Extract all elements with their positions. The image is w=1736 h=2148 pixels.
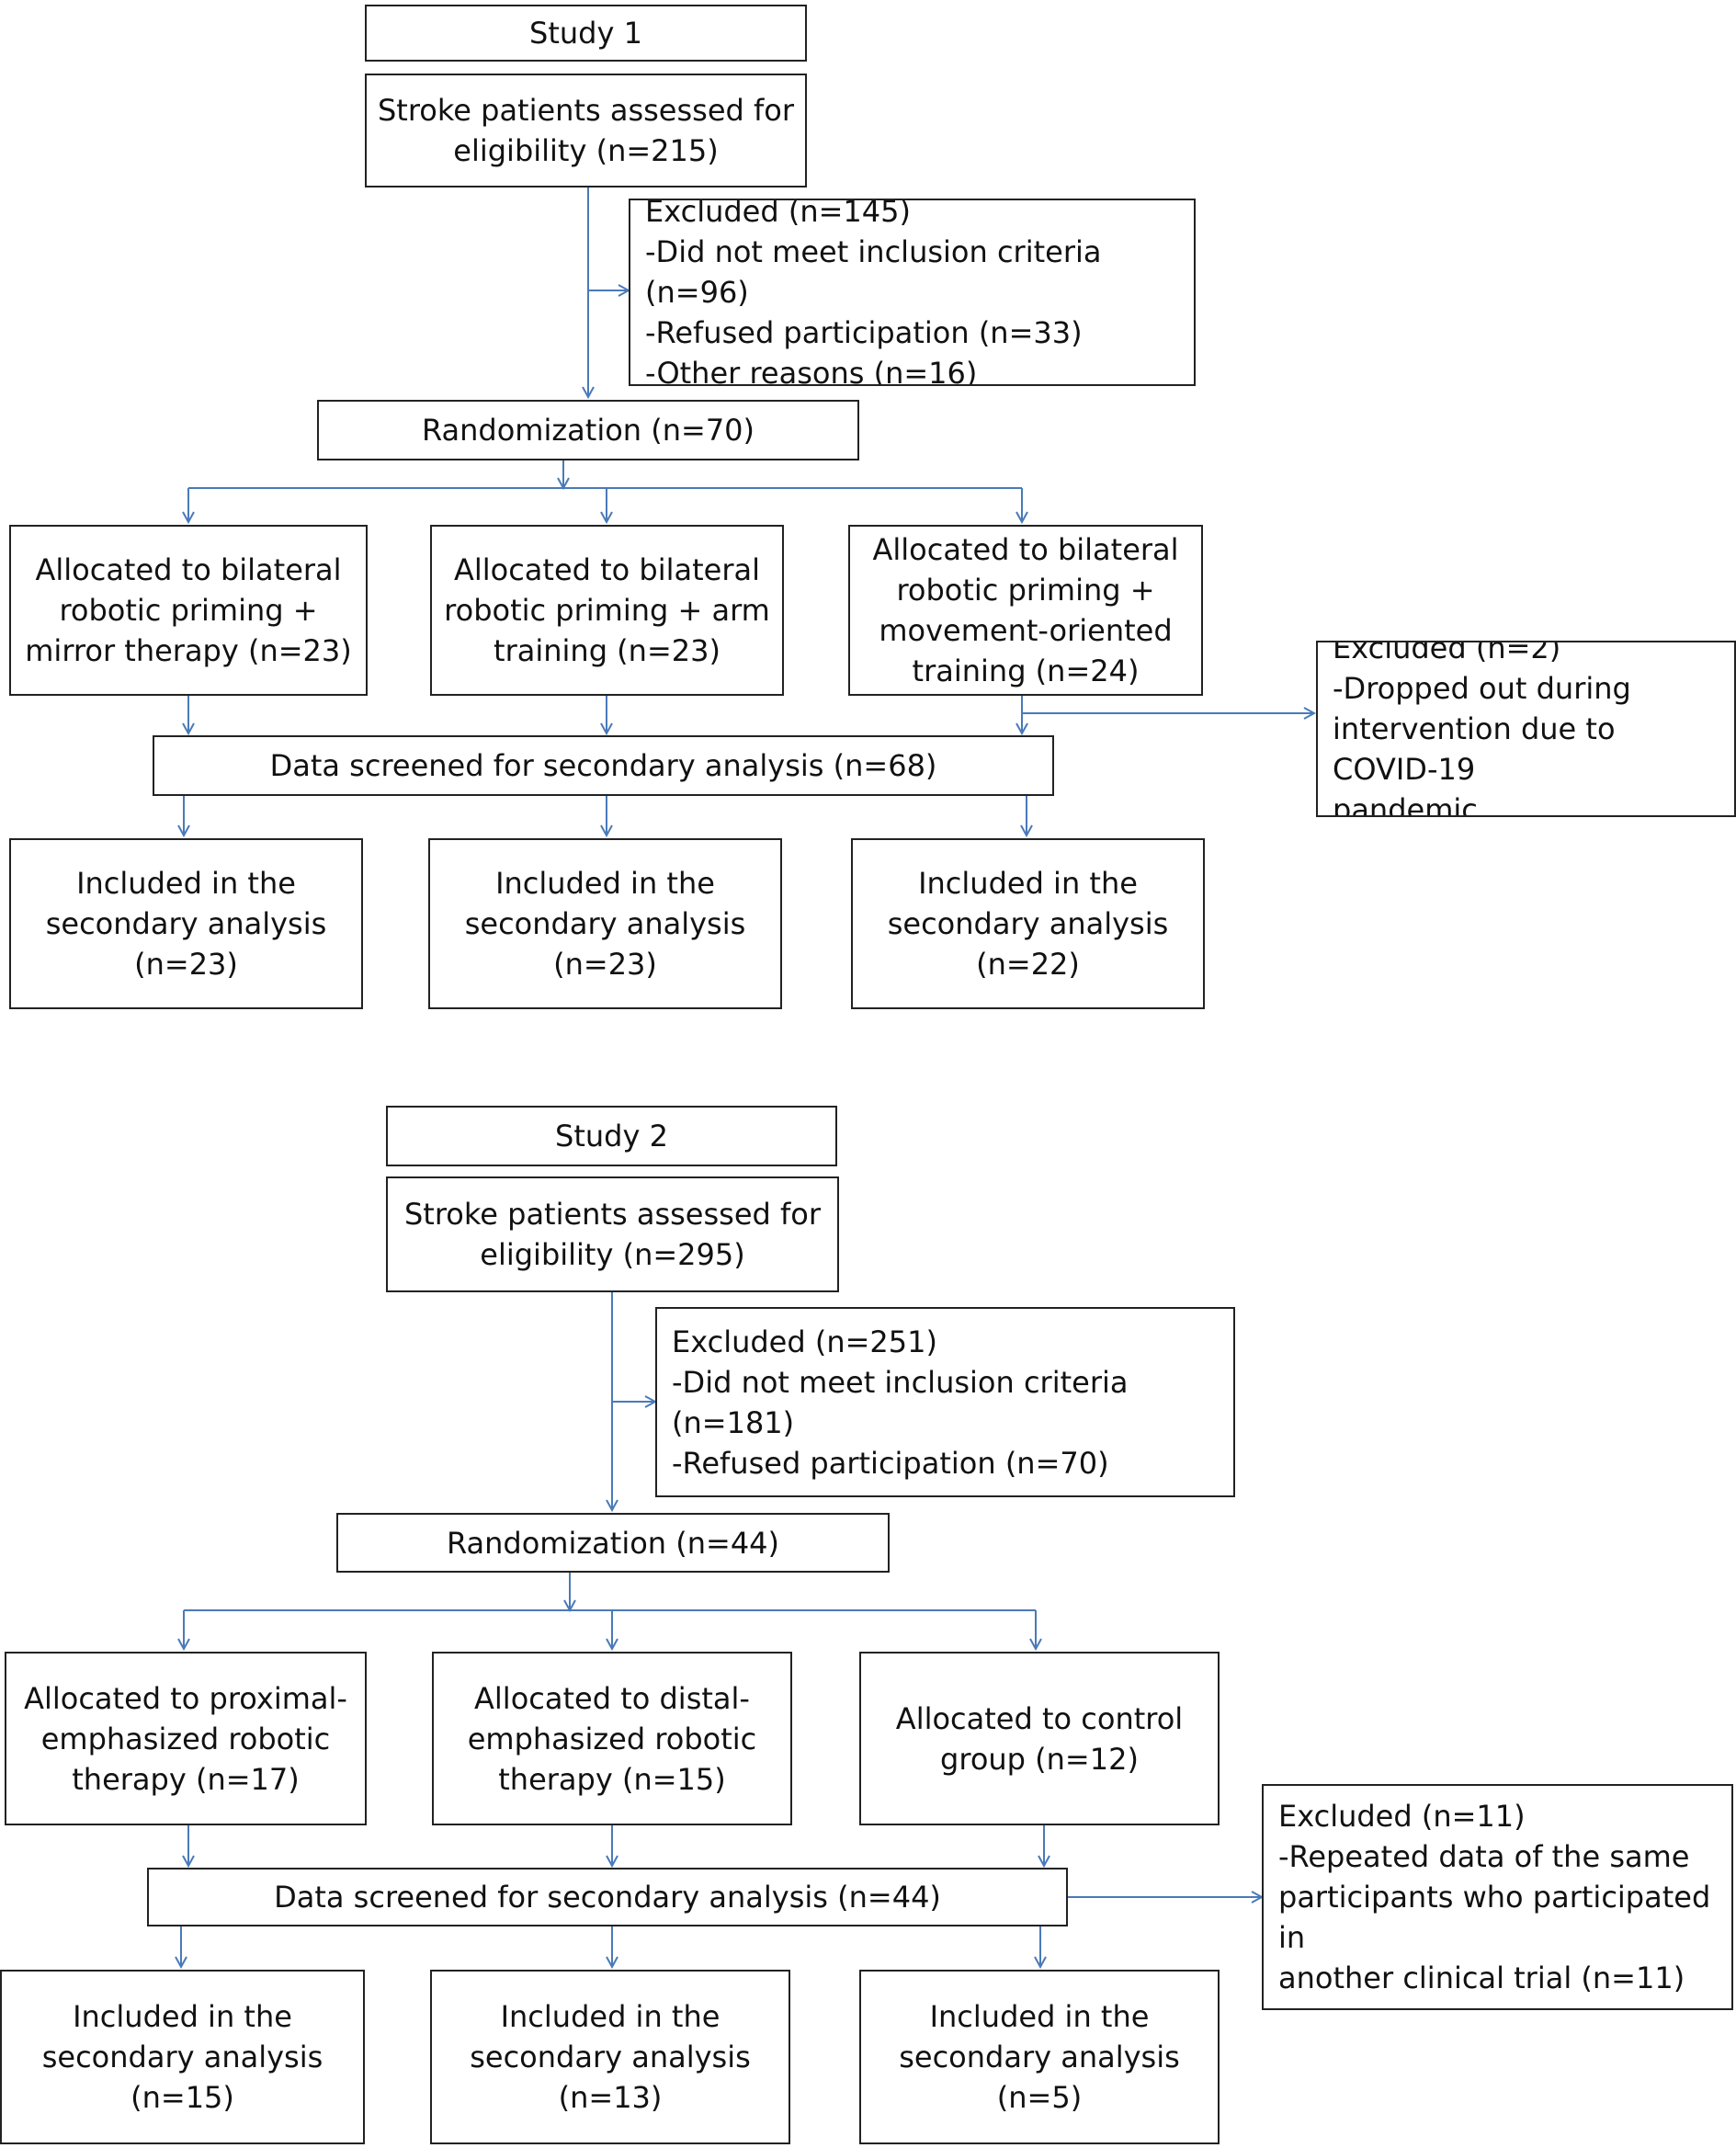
study1-excluded-2-box: Excluded (n=2) -Dropped out during inter… (1316, 641, 1736, 817)
study2-included-box-1: Included in the secondary analysis (n=15… (0, 1970, 365, 2144)
study2-allocation-box-3: Allocated to control group (n=12) (859, 1652, 1220, 1825)
study1-excluded-box: Excluded (n=145) -Did not meet inclusion… (629, 199, 1196, 386)
study2-included-box-2: Included in the secondary analysis (n=13… (430, 1970, 790, 2144)
study1-assessed-box: Stroke patients assessed for eligibility… (365, 74, 807, 188)
study2-screened-text: Data screened for secondary analysis (n=… (274, 1880, 941, 1915)
study1-randomization-text: Randomization (n=70) (421, 413, 755, 448)
study2-allocation-box-2: Allocated to distal- emphasized robotic … (432, 1652, 792, 1825)
study2-allocation-text-3: Allocated to control group (n=12) (895, 1700, 1184, 1777)
study2-assessed-box: Stroke patients assessed for eligibility… (386, 1176, 839, 1292)
study1-allocation-box-3: Allocated to bilateral robotic priming +… (848, 525, 1203, 696)
study2-randomization-text: Randomization (n=44) (446, 1525, 780, 1561)
study1-included-text-2: Included in the secondary analysis (n=23… (464, 866, 746, 982)
study2-excluded-2-box: Excluded (n=11) -Repeated data of the sa… (1262, 1784, 1733, 2010)
study1-included-box-3: Included in the secondary analysis (n=22… (851, 838, 1205, 1009)
study2-included-text-3: Included in the secondary analysis (n=5) (899, 1999, 1180, 2115)
study1-screened-box: Data screened for secondary analysis (n=… (153, 735, 1054, 796)
study1-allocation-text-2: Allocated to bilateral robotic priming +… (444, 552, 770, 668)
study2-included-box-3: Included in the secondary analysis (n=5) (859, 1970, 1220, 2144)
study1-randomization-box: Randomization (n=70) (317, 400, 859, 460)
study2-included-text-1: Included in the secondary analysis (n=15… (41, 1999, 323, 2115)
study2-excluded-text: Excluded (n=251) -Did not meet inclusion… (672, 1324, 1129, 1481)
study2-excluded-2-text: Excluded (n=11) -Repeated data of the sa… (1278, 1799, 1711, 1995)
study2-title-box: Study 2 (386, 1106, 837, 1166)
study1-included-box-1: Included in the secondary analysis (n=23… (9, 838, 363, 1009)
study1-allocation-box-2: Allocated to bilateral robotic priming +… (430, 525, 784, 696)
study2-allocation-text-1: Allocated to proximal- emphasized roboti… (24, 1680, 347, 1797)
study2-screened-box: Data screened for secondary analysis (n=… (147, 1868, 1068, 1926)
study1-screened-text: Data screened for secondary analysis (n=… (269, 748, 937, 783)
study1-included-text-3: Included in the secondary analysis (n=22… (887, 866, 1169, 982)
study1-assessed-text: Stroke patients assessed for eligibility… (377, 93, 794, 168)
study2-title: Study 2 (555, 1119, 668, 1154)
study2-allocation-text-2: Allocated to distal- emphasized robotic … (467, 1680, 757, 1797)
study2-excluded-box: Excluded (n=251) -Did not meet inclusion… (655, 1307, 1235, 1497)
study2-allocation-box-1: Allocated to proximal- emphasized roboti… (5, 1652, 367, 1825)
study2-randomization-box: Randomization (n=44) (336, 1513, 890, 1573)
study1-allocation-text-3: Allocated to bilateral robotic priming +… (872, 532, 1179, 688)
study1-included-text-1: Included in the secondary analysis (n=23… (45, 866, 327, 982)
study2-included-text-2: Included in the secondary analysis (n=13… (470, 1999, 751, 2115)
study2-assessed-text: Stroke patients assessed for eligibility… (403, 1197, 821, 1272)
study1-excluded-text: Excluded (n=145) -Did not meet inclusion… (645, 199, 1102, 386)
study1-title-box: Study 1 (365, 5, 807, 62)
study1-allocation-box-1: Allocated to bilateral robotic priming +… (9, 525, 368, 696)
study1-included-box-2: Included in the secondary analysis (n=23… (428, 838, 782, 1009)
study1-excluded-2-text: Excluded (n=2) -Dropped out during inter… (1333, 641, 1631, 817)
study1-allocation-text-1: Allocated to bilateral robotic priming +… (25, 552, 352, 668)
study1-title: Study 1 (529, 16, 642, 51)
